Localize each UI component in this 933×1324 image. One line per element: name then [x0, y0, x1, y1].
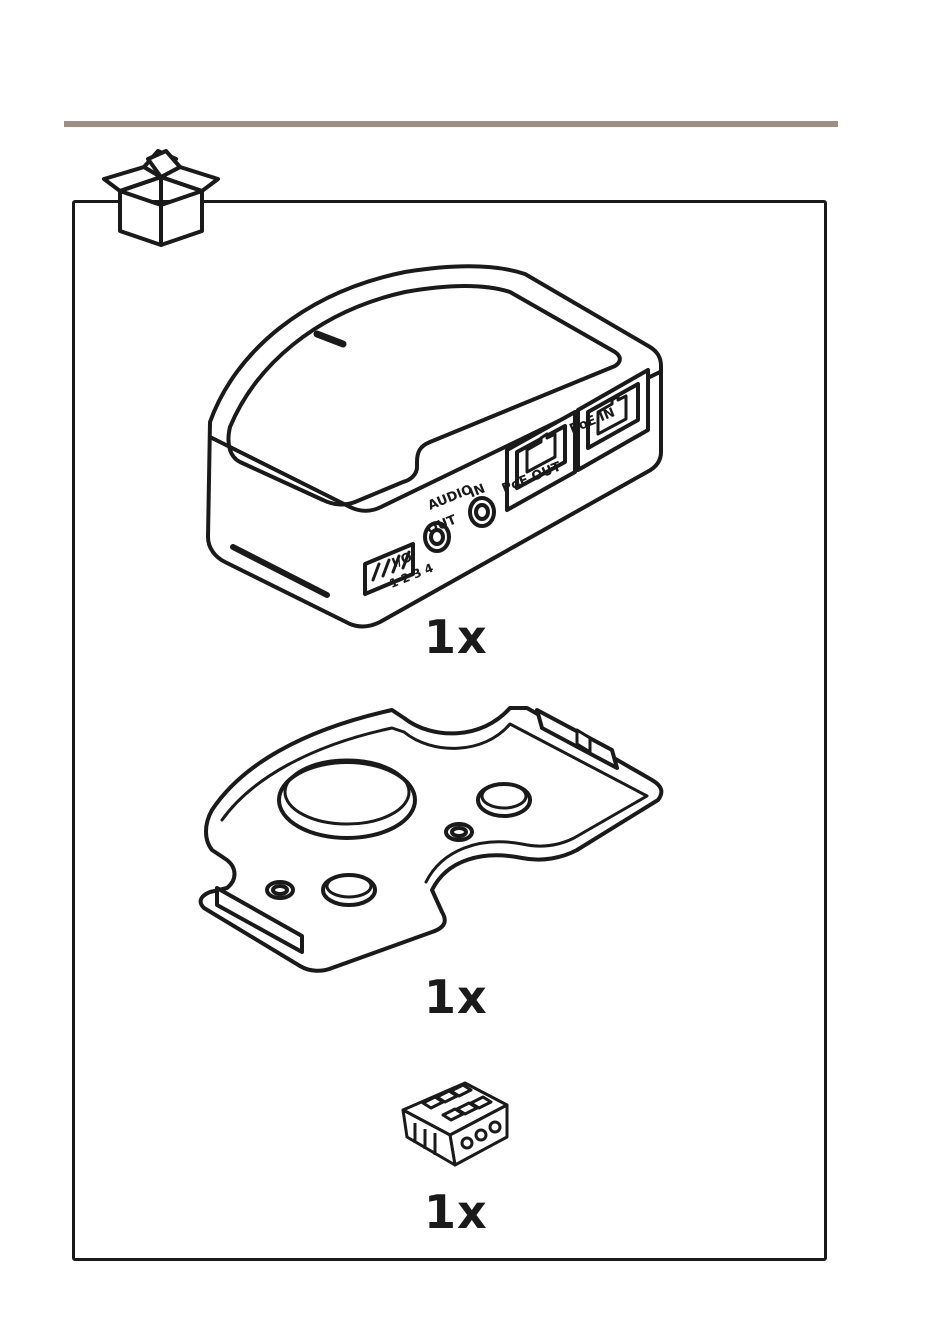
device-quantity: 1x — [424, 610, 488, 664]
mounting-bracket-illustration — [192, 700, 667, 988]
bracket-quantity: 1x — [424, 970, 488, 1024]
terminal-block-connector-illustration — [395, 1075, 513, 1170]
open-box-icon — [100, 147, 222, 251]
device-illustration: I/O 1 2 3 4 AUDIO OUT IN PoE OUT PoE IN — [195, 262, 665, 632]
header-rule — [64, 121, 838, 127]
connector-quantity: 1x — [424, 1185, 488, 1239]
